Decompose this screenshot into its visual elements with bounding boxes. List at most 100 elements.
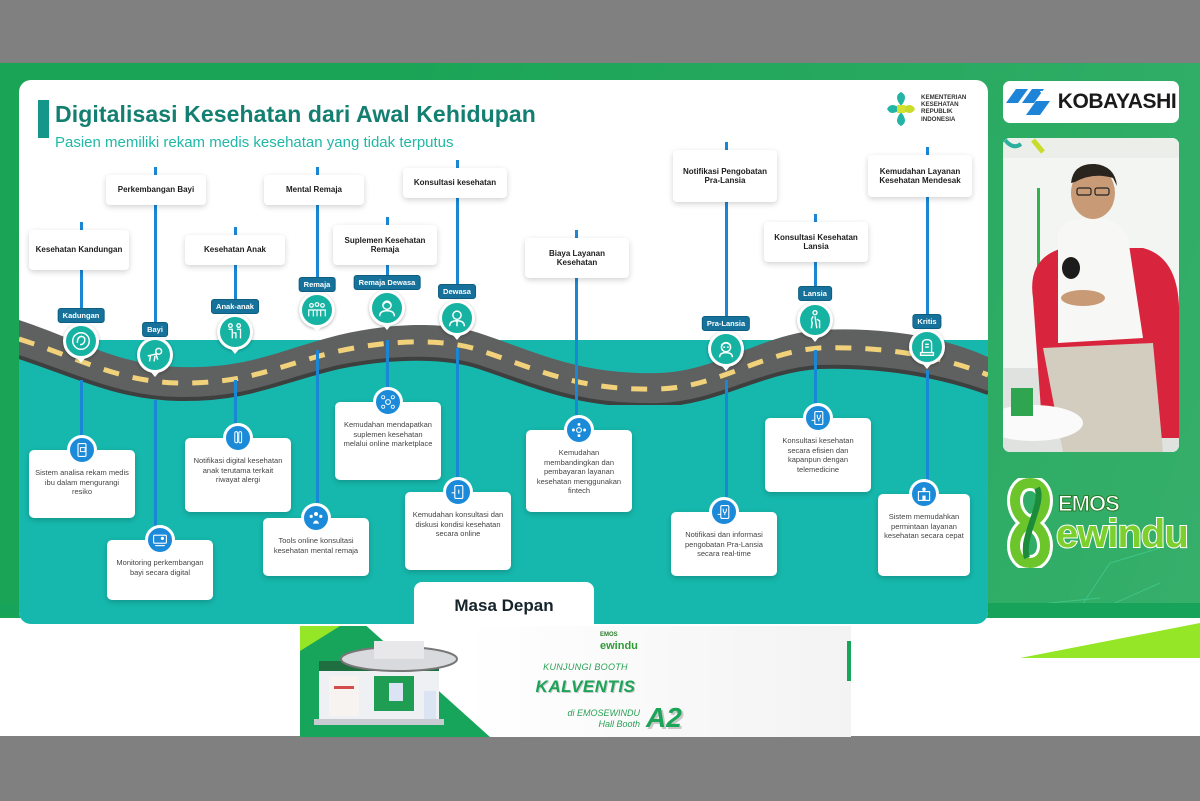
topic-box-perkembangan-bayi: Perkembangan Bayi	[106, 175, 206, 205]
banner-hall-line: di EMOSEWINDU	[567, 708, 640, 718]
benefit-card-kesehatan-anak: Notifikasi digital kesehatan anak teruta…	[185, 423, 291, 512]
teen-group-icon	[299, 292, 335, 328]
benefit-icon	[301, 503, 331, 533]
benefit-icon	[443, 477, 473, 507]
connector-line	[456, 348, 459, 492]
connector-line	[456, 160, 459, 284]
banner-visit-text: KUNJUNGI BOOTH	[543, 662, 628, 672]
presentation-slide: Digitalisasi Kesehatan dari Awal Kehidup…	[19, 80, 988, 624]
kemenkes-line: INDONESIA	[921, 115, 956, 123]
benefit-icon	[909, 479, 939, 509]
stage-tag-dewasa: Dewasa	[438, 284, 476, 299]
kemenkes-line: KEMENTERIAN	[921, 94, 967, 101]
adult-icon	[439, 300, 475, 336]
title-accent-bar	[38, 100, 49, 138]
booth-banner: EMOS ewindu KUNJUNGI BOOTH KALVENTIS di …	[300, 626, 851, 737]
benefit-card-mental-remaja: Tools online konsultasi kesehatan mental…	[263, 503, 369, 576]
topic-box-kesehatan-kandungan: Kesehatan Kandungan	[29, 230, 129, 270]
topic-box-notifikasi-pengobatan-pra-lansia: Notifikasi Pengobatan Pra-Lansia	[673, 150, 777, 202]
benefit-card-perkembangan-bayi: Monitoring perkembangan bayi secara digi…	[107, 525, 213, 600]
benefit-card-biaya-layanan-kesehatan: Kemudahan membandingkan dan pembayaran l…	[526, 415, 632, 512]
kobayashi-logo-mark	[1005, 89, 1050, 115]
stage-tag-remaja: Remaja	[298, 277, 336, 292]
stage-tag-pra-lansia: Pra-Lansia	[701, 316, 751, 331]
benefit-icon	[803, 403, 833, 433]
banner-hall-line: Hall Booth	[598, 719, 640, 729]
banner-edge-accent	[847, 641, 851, 681]
banner-logo-bottom: ewindu	[600, 640, 638, 652]
connector-line	[386, 340, 389, 402]
topic-box-konsultasi-kesehatan: Konsultasi kesehatan	[403, 168, 507, 198]
benefit-text: Sistem memudahkan permintaan layanan kes…	[884, 512, 964, 541]
booth-illustration	[314, 641, 458, 725]
topic-box-kemudahan-layanan-kesehatan-mendesak: Kemudahan Layanan Kesehatan Mendesak	[868, 155, 972, 197]
benefit-text: Kemudahan mendapatkan suplemen kesehatan…	[343, 420, 433, 449]
topic-box-mental-remaja: Mental Remaja	[264, 175, 364, 205]
kemenkes-logo: KEMENTERIAN KESEHATAN REPUBLIK INDONESIA	[883, 90, 983, 130]
benefit-icon	[373, 387, 403, 417]
banner-booth-code: A2	[646, 702, 682, 733]
masa-depan-label: Masa Depan	[414, 582, 594, 624]
connector-line	[154, 400, 157, 540]
connector-line	[575, 300, 578, 430]
emos-eight-mark	[1007, 474, 1053, 572]
connector-line	[154, 167, 157, 322]
fetus-icon	[63, 323, 99, 359]
benefit-text: Kemudahan membandingkan dan pembayaran l…	[536, 448, 622, 496]
stage-tag-lansia: Lansia	[798, 286, 832, 301]
benefit-text: Sistem analisa rekam medis ibu dalam men…	[35, 468, 129, 497]
speaker-video-feed	[1003, 138, 1179, 452]
kobayashi-logo: KOBAYASHI	[1003, 81, 1179, 123]
benefit-icon	[223, 423, 253, 453]
stage-tag-kritis: Kritis	[912, 314, 942, 329]
connector-line	[926, 147, 929, 314]
benefit-icon	[67, 435, 97, 465]
topic-box-biaya-layanan-kesehatan: Biaya Layanan Kesehatan	[525, 238, 629, 278]
benefit-text: Kemudahan konsultasi dan diskusi kondisi…	[412, 510, 504, 539]
connector-line	[234, 380, 237, 438]
crawling-baby-icon	[137, 337, 173, 373]
topic-box-konsultasi-kesehatan-lansia: Konsultasi Kesehatan Lansia	[764, 222, 868, 262]
benefit-text: Notifikasi dan informasi pengobatan Pra-…	[685, 530, 763, 559]
benefit-card-konsultasi-kesehatan-lansia: Konsultasi kesehatan secara efisien dan …	[765, 403, 871, 492]
kemenkes-logo-text: KEMENTERIAN KESEHATAN REPUBLIK INDONESIA	[921, 94, 981, 123]
benefit-text: Monitoring perkembangan bayi secara digi…	[116, 558, 204, 577]
connector-line	[725, 380, 728, 512]
benefit-text: Tools online konsultasi kesehatan mental…	[273, 536, 359, 555]
banner-booth-name: KALVENTIS	[535, 677, 636, 696]
stage-tag-bayi: Bayi	[142, 322, 168, 337]
connector-line	[926, 370, 929, 494]
connector-line	[316, 350, 319, 518]
topic-box-kesehatan-anak: Kesehatan Anak	[185, 235, 285, 265]
kemenkes-line: REPUBLIK	[921, 108, 953, 116]
stage-tag-anak-anak: Anak-anak	[211, 299, 259, 314]
stage-tag-remaja-dewasa: Remaja Dewasa	[353, 275, 421, 290]
connector-line	[725, 142, 728, 316]
emos-wordmark: EMOS	[1058, 491, 1121, 517]
benefit-card-notifikasi-pengobatan-pra-lansia: Notifikasi dan informasi pengobatan Pra-…	[671, 497, 777, 576]
benefit-card-kemudahan-layanan-kesehatan-mendesak: Sistem memudahkan permintaan layanan kes…	[878, 479, 970, 576]
stage-tag-kadungan: Kadungan	[57, 308, 105, 323]
benefit-icon	[564, 415, 594, 445]
road	[19, 320, 988, 405]
speaker-video-image	[1003, 138, 1179, 452]
family-icon	[217, 314, 253, 350]
slide-title: Digitalisasi Kesehatan dari Awal Kehidup…	[55, 101, 536, 127]
connector-line	[80, 380, 83, 450]
banner-logo-top: EMOS	[600, 632, 618, 638]
young-adult-icon	[369, 290, 405, 326]
banner-hall-text: di EMOSEWINDU Hall Booth	[540, 708, 640, 730]
connector-line	[575, 230, 578, 350]
benefit-text: Notifikasi digital kesehatan anak teruta…	[193, 456, 283, 485]
benefit-icon	[709, 497, 739, 527]
benefit-card-konsultasi-kesehatan: Kemudahan konsultasi dan diskusi kondisi…	[405, 477, 511, 570]
connector-line	[316, 167, 319, 277]
benefit-icon	[145, 525, 175, 555]
slide-subtitle: Pasien memiliki rekam medis kesehatan ya…	[55, 134, 454, 151]
kobayashi-wordmark: KOBAYASHI	[1057, 90, 1177, 113]
benefit-card-kesehatan-kandungan: Sistem analisa rekam medis ibu dalam men…	[29, 435, 135, 518]
kemenkes-line: KESEHATAN	[921, 101, 959, 109]
topic-box-suplemen-kesehatan-remaja: Suplemen Kesehatan Remaja	[333, 225, 437, 265]
kemenkes-logo-mark	[887, 92, 915, 126]
connector-line	[814, 350, 817, 418]
